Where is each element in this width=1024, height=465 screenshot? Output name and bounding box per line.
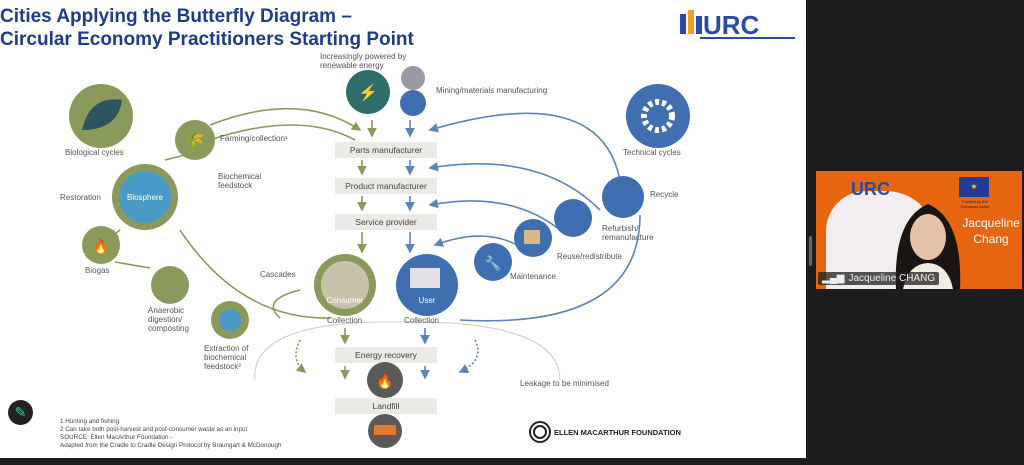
svg-text:Biogas: Biogas xyxy=(85,266,109,275)
signal-bars-icon: ▂▄▆ xyxy=(822,273,845,284)
svg-text:🔥: 🔥 xyxy=(376,373,393,390)
svg-text:ELLEN MACARTHUR FOUNDATION: ELLEN MACARTHUR FOUNDATION xyxy=(554,428,681,437)
footnote: 2 Can take both post-harvest and post-co… xyxy=(60,426,248,433)
participant-name-label: ▂▄▆Jacqueline CHANG xyxy=(818,272,940,285)
box-service-provider: Service provider xyxy=(335,214,437,230)
footnote: 1 Hunting and fishing xyxy=(60,418,120,425)
svg-text:Landfill: Landfill xyxy=(373,401,400,411)
background-name: Jacqueline Chang xyxy=(962,216,1020,246)
footnotes: 1 Hunting and fishing 2 Can take both po… xyxy=(60,418,282,450)
svg-text:Parts manufacturer: Parts manufacturer xyxy=(350,145,422,155)
svg-text:⚡: ⚡ xyxy=(358,83,378,102)
svg-text:Service provider: Service provider xyxy=(355,217,417,227)
svg-text:remanufacture: remanufacture xyxy=(602,233,654,242)
svg-text:biochemical: biochemical xyxy=(204,353,246,362)
svg-text:Product manufacturer: Product manufacturer xyxy=(345,181,427,191)
factory-icon xyxy=(554,199,592,237)
svg-text:Energy recovery: Energy recovery xyxy=(355,350,418,360)
svg-text:Collection: Collection xyxy=(327,316,362,325)
svg-text:🔧: 🔧 xyxy=(484,254,501,272)
farming-icon xyxy=(175,120,215,160)
biogas-icon xyxy=(82,226,120,264)
svg-text:Increasingly powered by: Increasingly powered by xyxy=(320,52,406,61)
fire-icon xyxy=(367,362,403,398)
svg-text:renewable energy: renewable energy xyxy=(320,61,384,70)
box-energy-recovery: Energy recovery xyxy=(335,347,437,363)
svg-text:Biological cycles: Biological cycles xyxy=(65,148,124,157)
eu-text: Funded by the European Union xyxy=(960,199,990,209)
wrench-icon xyxy=(474,243,512,281)
svg-text:URC: URC xyxy=(703,10,760,40)
footnote: Adapted from the Cradle to Cradle Design… xyxy=(60,442,282,449)
svg-text:Recycle: Recycle xyxy=(650,190,679,199)
title-line-1: Cities Applying the Butterfly Diagram – xyxy=(0,6,352,27)
urc-logo: URC xyxy=(680,10,795,40)
box-parts-manufacturer: Parts manufacturer xyxy=(335,142,437,158)
participant-name: Jacqueline CHANG xyxy=(848,273,936,284)
svg-text:🔥: 🔥 xyxy=(92,238,109,255)
annotate-pencil-icon[interactable]: ✎ xyxy=(8,400,33,425)
slide-title: Cities Applying the Butterfly Diagram – … xyxy=(0,5,414,51)
svg-text:feedstock²: feedstock² xyxy=(204,362,241,371)
svg-text:Leakage to be minimised: Leakage to be minimised xyxy=(520,379,609,388)
mining-truck-icon xyxy=(400,90,426,116)
svg-text:digestion/: digestion/ xyxy=(148,315,183,324)
svg-text:Cascades: Cascades xyxy=(260,270,296,279)
footnote: SOURCE: Ellen MacArthur Foundation - xyxy=(60,434,173,441)
scrollbar-handle[interactable] xyxy=(809,236,812,266)
svg-text:Technical cycles: Technical cycles xyxy=(623,148,681,157)
renewable-energy-icon xyxy=(346,70,390,114)
svg-text:Biochemical: Biochemical xyxy=(218,172,261,181)
svg-text:Reuse/redistribute: Reuse/redistribute xyxy=(557,252,622,261)
gear-icon xyxy=(626,84,690,148)
svg-text:Collection: Collection xyxy=(404,316,439,325)
box-product-manufacturer: Product manufacturer xyxy=(335,178,437,194)
svg-text:feedstock: feedstock xyxy=(218,181,253,190)
svg-text:Consumer: Consumer xyxy=(327,296,364,305)
svg-text:User: User xyxy=(419,296,436,305)
svg-text:Refurbish/: Refurbish/ xyxy=(602,224,639,233)
ellen-macarthur-logo: ELLEN MACARTHUR FOUNDATION xyxy=(529,421,681,443)
participant-video-tile[interactable]: URC ★ Funded by the European Union Jacqu… xyxy=(816,171,1022,289)
svg-text:Mining/materials manufacturing: Mining/materials manufacturing xyxy=(436,86,547,95)
compost-icon xyxy=(151,266,189,304)
svg-text:Restoration: Restoration xyxy=(60,193,101,202)
svg-text:Maintenance: Maintenance xyxy=(510,272,556,281)
shared-slide: Cities Applying the Butterfly Diagram – … xyxy=(0,0,806,458)
svg-text:composting: composting xyxy=(148,324,189,333)
svg-text:Farming/collection¹: Farming/collection¹ xyxy=(220,134,288,143)
urc-background-logo: URC xyxy=(851,179,890,199)
oil-rig-icon xyxy=(401,66,425,90)
recycle-icon xyxy=(602,176,644,218)
title-line-2: Circular Economy Practitioners Starting … xyxy=(0,29,414,50)
eu-flag-icon: ★ xyxy=(959,177,989,197)
svg-text:Extraction of: Extraction of xyxy=(204,344,249,353)
butterfly-diagram: URC xyxy=(60,10,795,448)
svg-text:🌾: 🌾 xyxy=(185,132,205,150)
box-landfill: Landfill xyxy=(335,398,437,414)
svg-text:Biosphere: Biosphere xyxy=(127,193,164,202)
svg-text:Anaerobic: Anaerobic xyxy=(148,306,184,315)
